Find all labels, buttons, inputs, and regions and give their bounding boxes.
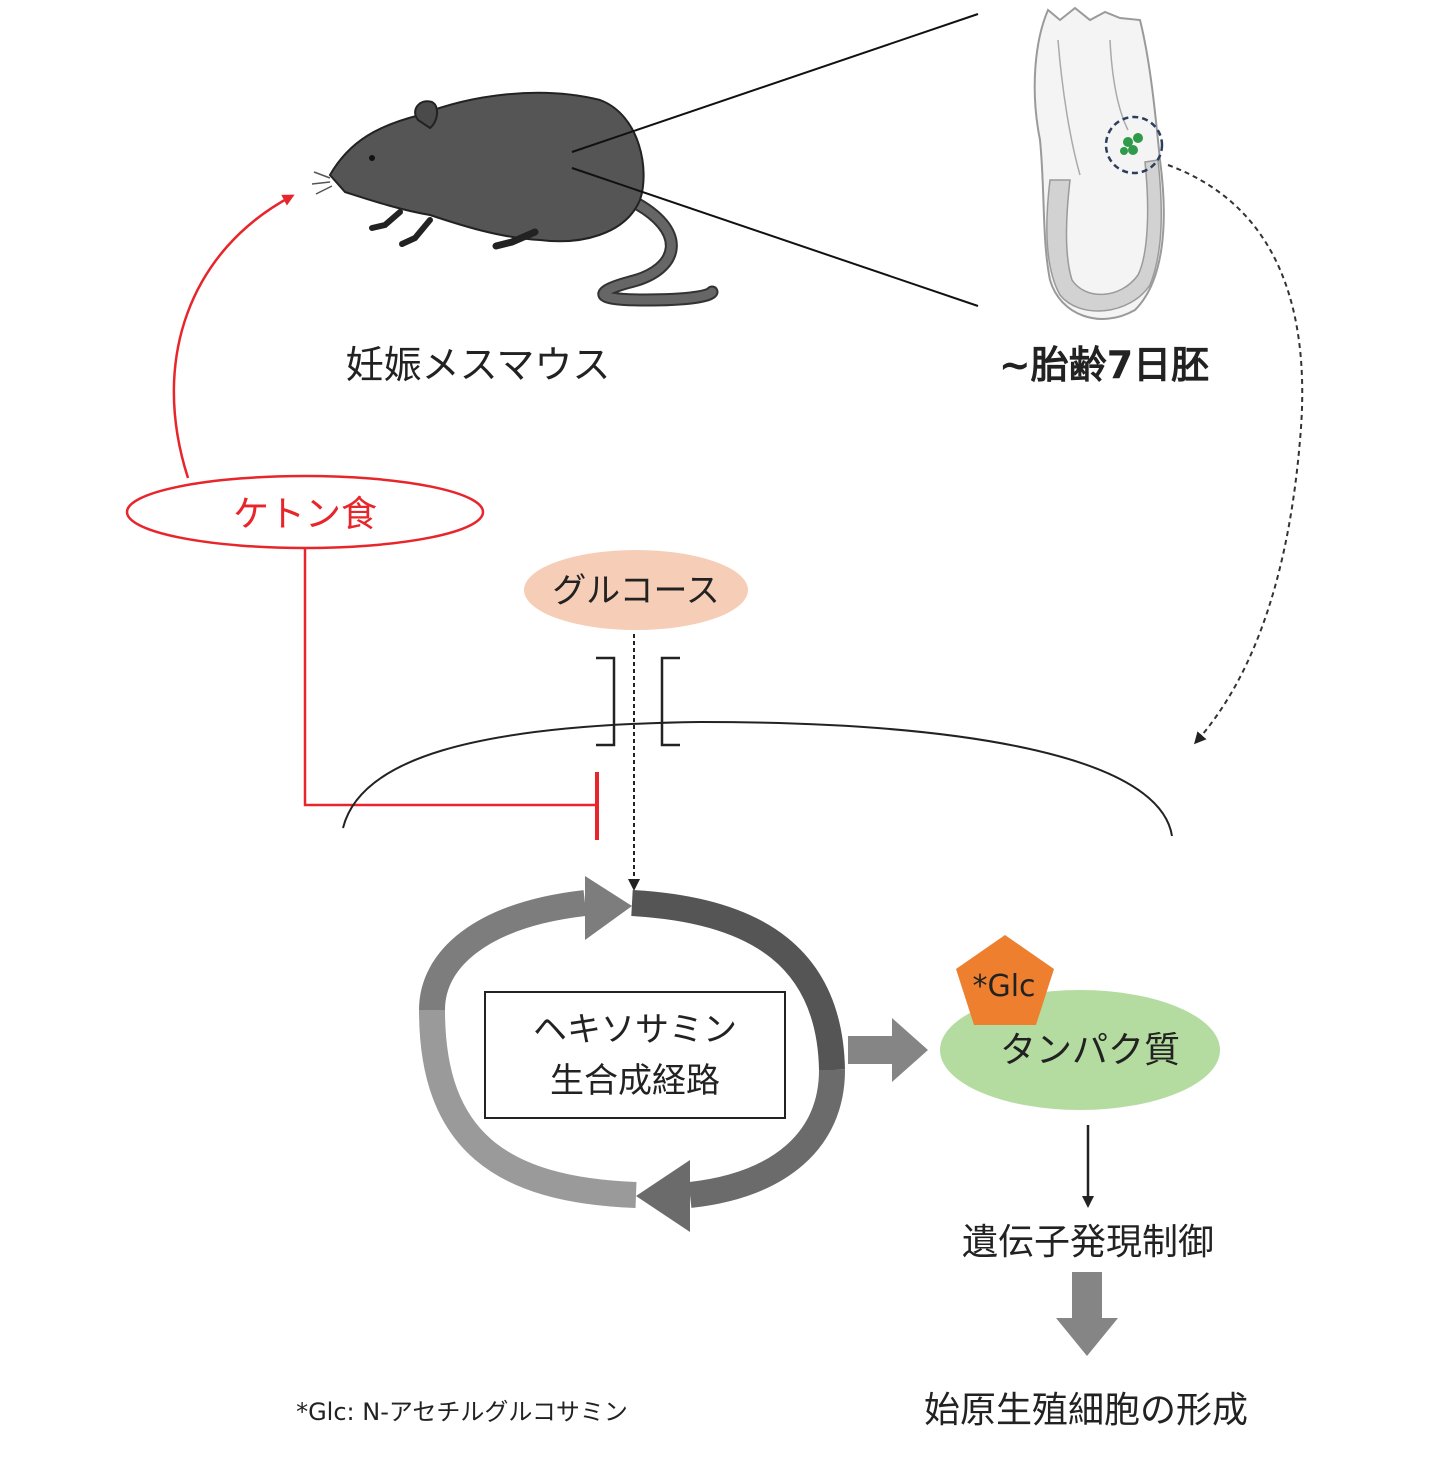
pentagon-icon xyxy=(956,935,1054,1025)
pathway-label-line1: ヘキソサミン xyxy=(533,1010,737,1050)
glucose-node xyxy=(524,550,748,630)
glucose-label: グルコース xyxy=(552,571,720,611)
pregnant-mouse-label: 妊娠メスマウス xyxy=(346,343,611,387)
transporter-icon xyxy=(596,656,680,747)
footnote: *Glc: N-アセチルグルコサミン xyxy=(296,1398,628,1426)
cycle-arrows-icon xyxy=(419,876,845,1232)
gene-regulation-label: 遺伝子発現制御 xyxy=(962,1222,1214,1263)
flow-arrow-icon xyxy=(848,1018,928,1082)
embryo-label: ~胎齢7日胚 xyxy=(999,343,1209,387)
mouse-icon xyxy=(311,91,719,307)
pathway-box xyxy=(484,991,786,1119)
cell-membrane xyxy=(342,720,1173,837)
protein-label: タンパク質 xyxy=(1000,1030,1180,1071)
ketone-diet-label: ケトン食 xyxy=(233,494,377,535)
down-arrow-icon xyxy=(1056,1272,1118,1356)
embryo-icon xyxy=(1033,6,1165,320)
pathway-label-line2: 生合成経路 xyxy=(550,1061,720,1101)
pgc-formation-label: 始原生殖細胞の形成 xyxy=(924,1390,1248,1431)
glc-tag-label: *Glc xyxy=(972,969,1035,1004)
